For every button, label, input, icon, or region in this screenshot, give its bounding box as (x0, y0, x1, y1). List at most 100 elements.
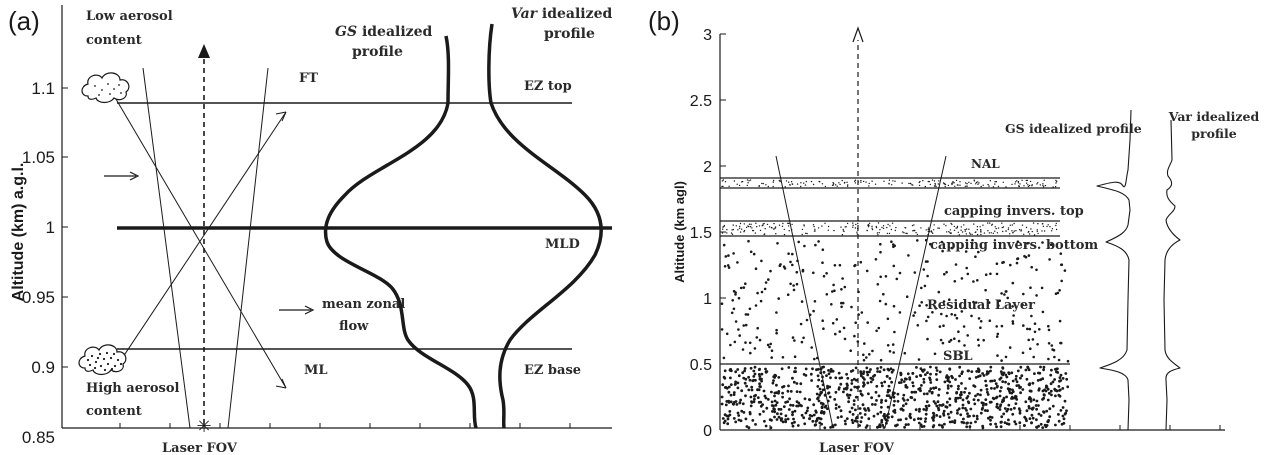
stipple-dot (819, 392, 823, 395)
stipple-dot (988, 232, 991, 234)
ft-label: FT (299, 71, 318, 86)
stipple-dot (962, 421, 966, 425)
stipple-dot (942, 182, 945, 184)
stipple-dot (1033, 330, 1037, 334)
stipple-dot (916, 239, 919, 242)
stipple-dot (1000, 372, 1004, 376)
stipple-dot (1020, 230, 1022, 232)
stipple-dot (827, 225, 830, 228)
stipple-dot (760, 372, 764, 376)
stipple-dot (923, 420, 927, 423)
stipple-dot (875, 399, 878, 402)
stipple-dot (784, 186, 786, 188)
stipple-dot (1055, 224, 1057, 227)
stipple-dot (862, 384, 865, 388)
stipple-dot (931, 179, 934, 181)
stipple-dot (827, 372, 831, 376)
stipple-dot (932, 400, 936, 403)
stipple-dot (1057, 413, 1060, 416)
stipple-dot (1059, 409, 1063, 412)
stipple-dot (995, 425, 998, 429)
stipple-dot (817, 240, 820, 243)
stipple-dot (965, 233, 967, 235)
stipple-dot (960, 351, 963, 355)
stipple-dot (781, 385, 784, 389)
stipple-dot (723, 224, 726, 227)
panel-b-y-tick-0.5: 0.5 (690, 357, 712, 374)
stipple-dot (1044, 425, 1048, 429)
stipple-dot (815, 392, 819, 396)
panel-b-y-tick-0: 0 (703, 423, 712, 440)
stipple-dot (803, 244, 806, 248)
stipple-dot (1002, 399, 1005, 403)
stipple-dot (1015, 230, 1017, 232)
stipple-dot (804, 367, 808, 371)
stipple-dot (766, 398, 770, 401)
stipple-dot (1028, 230, 1030, 233)
stipple-dot (946, 231, 948, 233)
stipple-dot (970, 182, 972, 185)
stipple-dot (1005, 395, 1008, 399)
stipple-dot (736, 386, 740, 390)
stipple-dot (933, 352, 937, 356)
stipple-dot (721, 232, 724, 234)
stipple-dot (933, 224, 935, 226)
stipple-dot (1005, 409, 1009, 413)
stipple-dot (1021, 388, 1025, 391)
stipple-dot (1028, 327, 1032, 331)
stipple-dot (886, 344, 890, 347)
stipple-dot (930, 391, 934, 395)
stipple-dot (808, 417, 812, 420)
stipple-dot (769, 269, 772, 273)
stipple-dot (1023, 185, 1025, 187)
stipple-dot (957, 330, 960, 334)
stipple-dot (953, 225, 955, 228)
stipple-dot (847, 400, 850, 404)
stipple-dot (935, 185, 937, 188)
stipple-dot (809, 372, 813, 376)
stipple-dot (852, 399, 856, 403)
stipple-dot (749, 404, 753, 408)
stipple-dot (960, 310, 964, 313)
stipple-dot (961, 403, 965, 407)
stipple-dot (935, 414, 939, 417)
stipple-dot (1008, 346, 1012, 349)
stipple-dot (1008, 387, 1012, 391)
stipple-dot (812, 403, 816, 407)
stipple-dot (860, 179, 862, 182)
stipple-dot (971, 238, 974, 242)
stipple-dot (730, 311, 734, 315)
stipple-dot (1033, 234, 1036, 236)
stipple-dot (1043, 179, 1045, 181)
stipple-dot (927, 180, 929, 183)
stipple-dot (724, 403, 728, 407)
stipple-dot (893, 330, 896, 334)
stipple-dot (984, 402, 988, 406)
panel-a-y-tick-marks (62, 87, 68, 368)
stipple-dot (1007, 418, 1010, 422)
stipple-dot (940, 424, 944, 428)
stipple-dot (904, 423, 908, 426)
stipple-dot (1061, 414, 1065, 418)
stipple-dot (898, 311, 902, 314)
stipple-dot (1037, 388, 1041, 392)
stipple-dot (854, 179, 857, 181)
stipple-dot (1037, 223, 1039, 225)
stipple-dot (1064, 411, 1068, 415)
stipple-dot (742, 286, 746, 289)
stipple-dot (957, 407, 961, 411)
stipple-dot (1047, 419, 1050, 422)
stipple-dot (874, 183, 877, 185)
stipple-dot (792, 284, 795, 287)
stipple-dot (752, 400, 756, 404)
stipple-dot (722, 243, 726, 247)
panel-a-laser-fov-label: Laser FOV (162, 441, 238, 455)
stipple-dot (754, 423, 757, 426)
stipple-dot (748, 225, 750, 228)
stipple-dot (747, 239, 750, 243)
stipple-dot (1022, 324, 1025, 327)
stipple-dot (722, 356, 726, 360)
stipple-dot (753, 347, 757, 350)
stipple-dot (891, 343, 895, 346)
stipple-dot (1002, 226, 1005, 228)
